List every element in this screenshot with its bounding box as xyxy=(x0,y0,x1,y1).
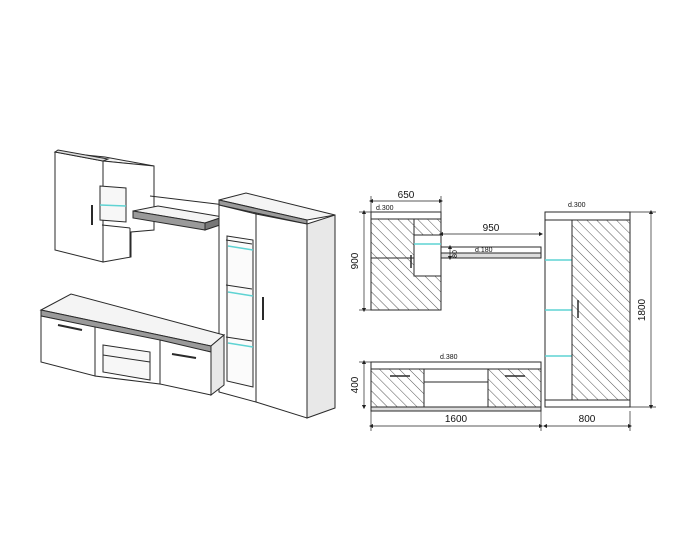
dim-shelf-thickness: 80 xyxy=(452,250,459,258)
dimension-lines xyxy=(359,196,656,431)
dim-tall-cabinet-height: 1800 xyxy=(637,298,648,321)
dimension-labels: 650 d.300 900 950 d.180 80 d.300 1800 d.… xyxy=(350,190,648,425)
dim-shelf-depth: d.180 xyxy=(475,247,493,254)
dim-shelf-span: 950 xyxy=(483,223,500,234)
front-view xyxy=(359,196,656,431)
dim-tv-base-depth: d.380 xyxy=(440,354,458,361)
iso-tall-cabinet xyxy=(218,192,336,419)
iso-tv-base xyxy=(39,293,226,397)
iso-wall-cabinet xyxy=(53,149,155,263)
dim-wall-cabinet-height: 900 xyxy=(350,252,361,269)
dim-tv-base-width: 1600 xyxy=(445,414,468,425)
front-wall-cabinet xyxy=(370,211,442,311)
isometric-view xyxy=(39,149,336,419)
front-tall-cabinet xyxy=(544,211,631,408)
dim-tv-base-height: 400 xyxy=(350,376,361,393)
dim-tall-cabinet-width: 800 xyxy=(579,414,596,425)
dim-wall-cabinet-depth: d.300 xyxy=(376,205,394,212)
dim-wall-cabinet-width: 650 xyxy=(398,190,415,201)
dim-tall-cabinet-depth: d.300 xyxy=(568,202,586,209)
front-tv-base xyxy=(370,361,542,412)
front-floating-shelf xyxy=(440,246,542,259)
